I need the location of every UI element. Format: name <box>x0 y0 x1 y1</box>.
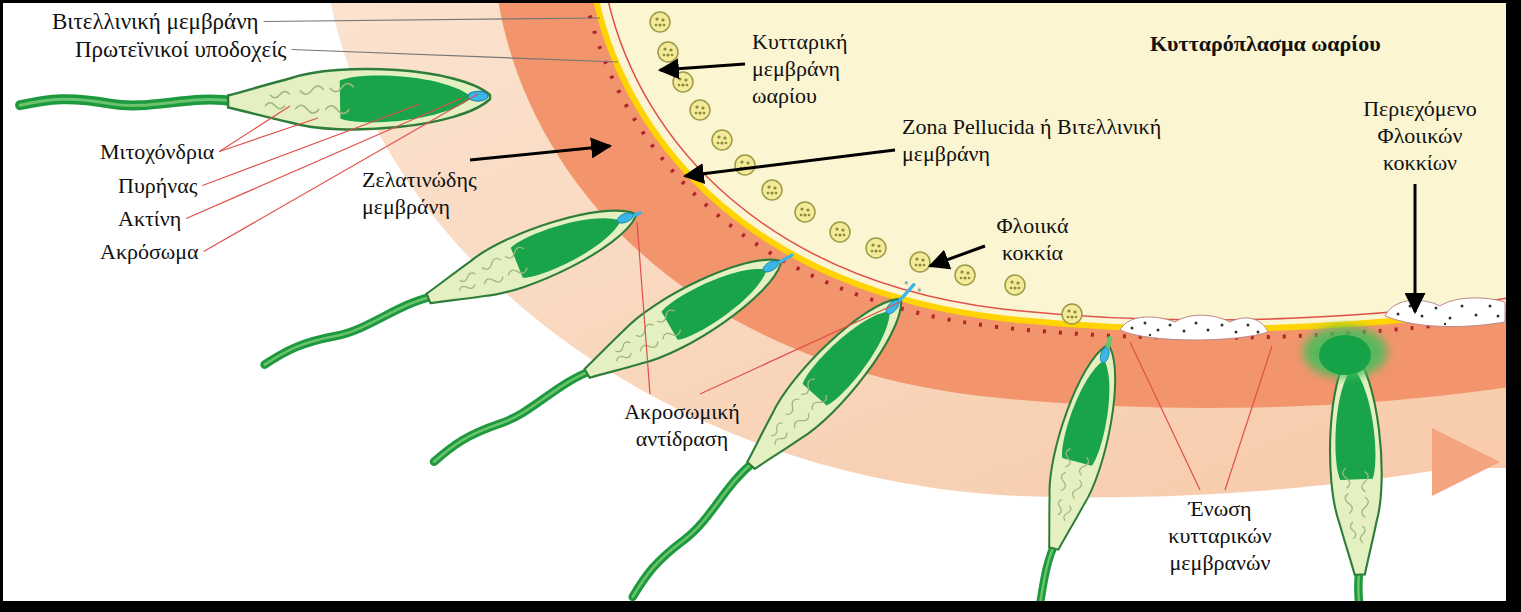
label-text: Κυτταρική μεμβράνη ωαρίου <box>752 28 882 109</box>
leader-lines <box>186 18 1272 490</box>
granule-exocytosis <box>1120 298 1505 340</box>
label-text: Ζελατινώδης μεμβράνη <box>362 166 512 220</box>
label-text: Περιεχόμενο Φλοιικών κοκκίων <box>1345 95 1495 176</box>
part-label: Ακτίνη <box>118 205 181 232</box>
part-label: Ακρόσωμα <box>100 238 199 265</box>
part-label: Μιτοχόνδρια <box>100 138 214 165</box>
label-text: Πρωτεϊνικοί υποδοχείς <box>75 36 286 63</box>
pointer-arrows <box>470 64 1415 312</box>
label-text: Zona Pellucida ή Βιτελλινική μεμβράνη <box>902 113 1172 167</box>
process-label: Ακροσωμική αντίδραση <box>612 398 752 452</box>
part-label: Πυρήνας <box>118 172 197 199</box>
sperm-cells <box>20 67 1392 612</box>
label-text: Βιτελλινική μεμβράνη <box>52 8 259 35</box>
process-label: Ένωση κυτταρικών μεμβρανών <box>1150 495 1290 576</box>
label-text: Φλοιικά κοκκία <box>985 212 1080 266</box>
halo-arrowhead <box>1432 428 1500 496</box>
region-label: Κυτταρόπλασμα ωαρίου <box>1150 30 1381 57</box>
